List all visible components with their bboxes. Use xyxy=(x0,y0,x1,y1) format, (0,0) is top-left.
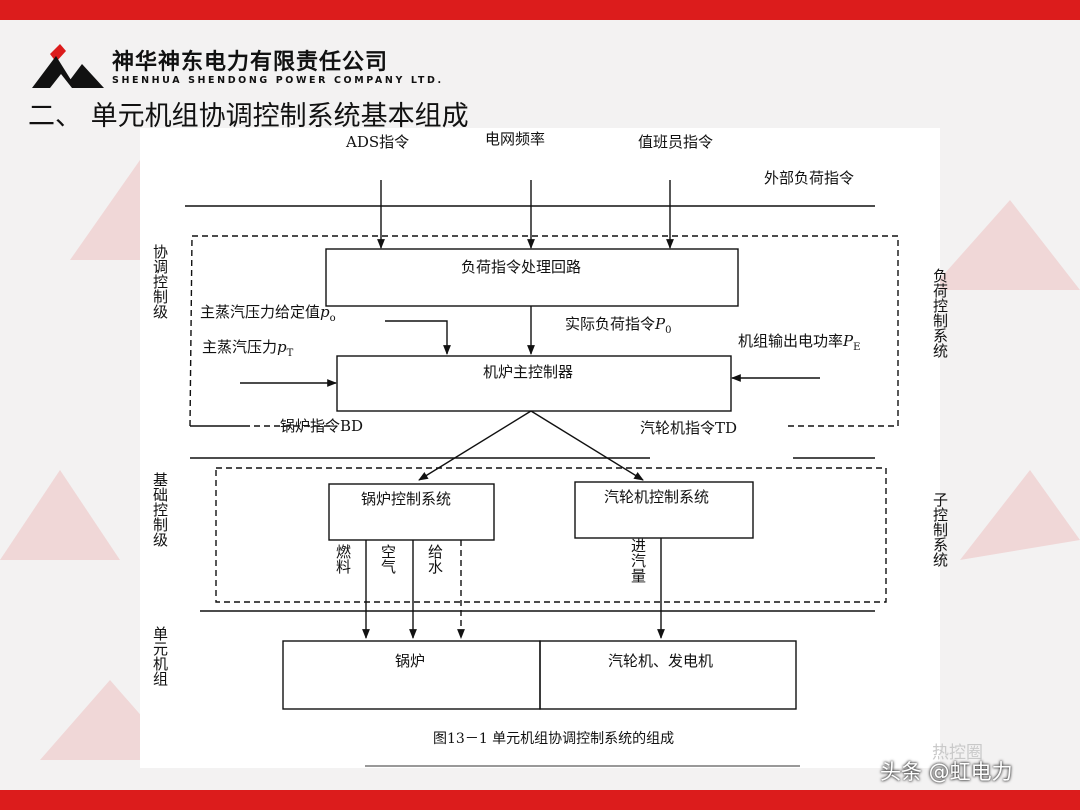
fuel-label: 燃料 xyxy=(334,544,352,574)
company-name-cn: 神华神东电力有限责任公司 xyxy=(112,50,389,75)
figure-caption: 图13－1 单元机组协调控制系统的组成 xyxy=(433,731,675,747)
actual-load-label: 实际负荷指令P0 xyxy=(565,315,672,336)
load-control-label: 负荷控制系统 xyxy=(931,268,949,358)
operator-label: 值班员指令 xyxy=(638,133,714,151)
external-load-label: 外部负荷指令 xyxy=(764,169,855,187)
basic-dashed-box xyxy=(215,467,887,603)
air-label: 空气 xyxy=(379,544,397,574)
steam-setpoint-arrow xyxy=(385,320,451,355)
sub-control-label: 子控制系统 xyxy=(931,492,949,567)
master-controller-box xyxy=(336,355,732,412)
diagram-figure: ADS指令 电网频率 值班员指令 外部负荷指令 负荷指令处理回路 机炉主控制器 … xyxy=(140,128,949,768)
turbine-generator-box xyxy=(539,640,797,710)
watermark: 头条 @虹电力 xyxy=(880,760,1013,784)
master-controller-label: 机炉主控制器 xyxy=(483,363,574,381)
turbine-control-label: 汽轮机控制系统 xyxy=(604,488,710,506)
turbine-generator-label: 汽轮机、发电机 xyxy=(608,652,714,670)
steam-setpoint-label: 主蒸汽压力给定值po xyxy=(200,303,336,324)
ads-label: ADS指令 xyxy=(346,133,410,151)
load-processing-box xyxy=(325,248,739,307)
top-red-bar xyxy=(0,0,1080,20)
faint-watermark: 热控圈 xyxy=(932,743,983,763)
turbine-cmd-arrow xyxy=(530,410,644,481)
boiler-control-label: 锅炉控制系统 xyxy=(361,490,452,508)
company-name-en: SHENHUA SHENDONG POWER COMPANY LTD. xyxy=(112,75,444,86)
slide-title: 二、 单元机组协调控制系统基本组成 xyxy=(28,101,469,132)
boiler-cmd-arrow xyxy=(418,410,532,481)
turbine-control-box xyxy=(574,481,754,539)
boiler-cmd-label: 锅炉指令BD xyxy=(280,417,364,435)
coordination-level-label: 协调控制级 xyxy=(151,244,169,319)
unit-level-label: 单元机组 xyxy=(151,626,169,686)
turbine-cmd-label: 汽轮机指令TD xyxy=(640,419,738,437)
boiler-label: 锅炉 xyxy=(395,652,426,670)
unit-power-label: 机组输出电功率PE xyxy=(738,332,861,353)
grid-freq-label: 电网频率 xyxy=(485,130,546,148)
bottom-red-bar xyxy=(0,790,1080,810)
steam-intake-label: 进汽量 xyxy=(629,538,647,583)
steam-pressure-label: 主蒸汽压力pT xyxy=(202,338,294,359)
feedwater-label: 给水 xyxy=(426,544,444,574)
diagram-canvas xyxy=(185,180,899,767)
load-processing-label: 负荷指令处理回路 xyxy=(461,258,582,276)
boiler-control-box xyxy=(328,483,495,541)
company-logo xyxy=(32,44,104,88)
coordination-dashed-box xyxy=(189,235,899,427)
basic-level-label: 基础控制级 xyxy=(151,472,169,547)
